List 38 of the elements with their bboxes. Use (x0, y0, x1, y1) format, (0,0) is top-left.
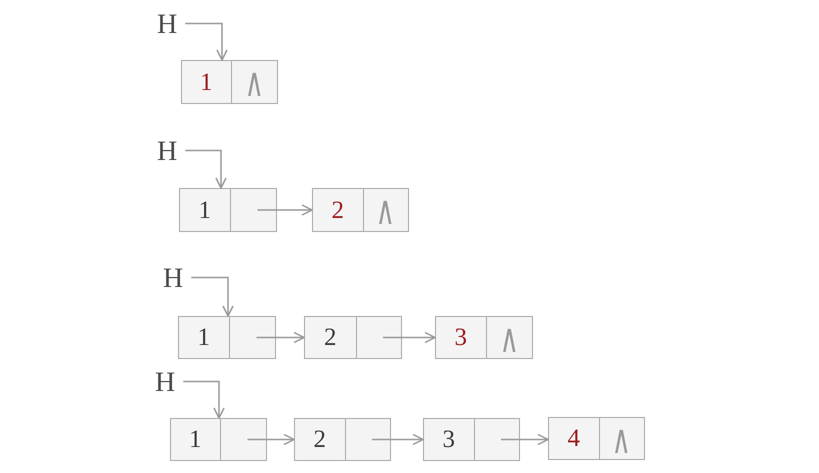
node-value: 1 (189, 427, 202, 452)
pointer-arrow (191, 276, 234, 317)
null-pointer-symbol: ∧ (376, 190, 395, 230)
null-pointer-symbol: ∧ (244, 62, 264, 102)
node-value: 2 (314, 427, 326, 452)
node-value: 3 (442, 427, 455, 452)
node-value: 1 (198, 198, 211, 222)
list-node-box (304, 316, 402, 359)
pointer-arrow (185, 150, 227, 189)
pointer-arrow (372, 434, 424, 446)
node-value: 3 (454, 325, 467, 350)
pointer-arrow (258, 204, 313, 216)
pointer-arrow (256, 332, 305, 344)
node-value: 2 (324, 325, 336, 350)
list-node-box (181, 60, 278, 104)
pointer-arrow (185, 22, 228, 61)
list-node-box (548, 417, 645, 460)
list-node-box (294, 418, 391, 461)
head-pointer-label: H (157, 11, 178, 39)
list-node-box (170, 418, 267, 461)
node-value: 4 (568, 426, 580, 451)
pointer-arrow (501, 434, 549, 446)
list-node-box (423, 418, 520, 461)
null-pointer-symbol: ∧ (612, 418, 631, 458)
head-pointer-label: H (157, 138, 178, 166)
list-node-box (179, 188, 277, 232)
list-node-box (178, 316, 276, 359)
pointer-arrow (383, 332, 436, 344)
node-value: 1 (200, 70, 212, 94)
head-pointer-label: H (155, 369, 176, 397)
node-value: 1 (198, 325, 210, 350)
null-pointer-symbol: ∧ (499, 318, 518, 358)
head-pointer-label: H (163, 265, 184, 293)
list-node-box (312, 188, 409, 232)
list-node-box (435, 316, 533, 359)
pointer-arrow (248, 434, 295, 446)
node-value: 2 (332, 198, 344, 222)
pointer-arrow (183, 380, 225, 419)
